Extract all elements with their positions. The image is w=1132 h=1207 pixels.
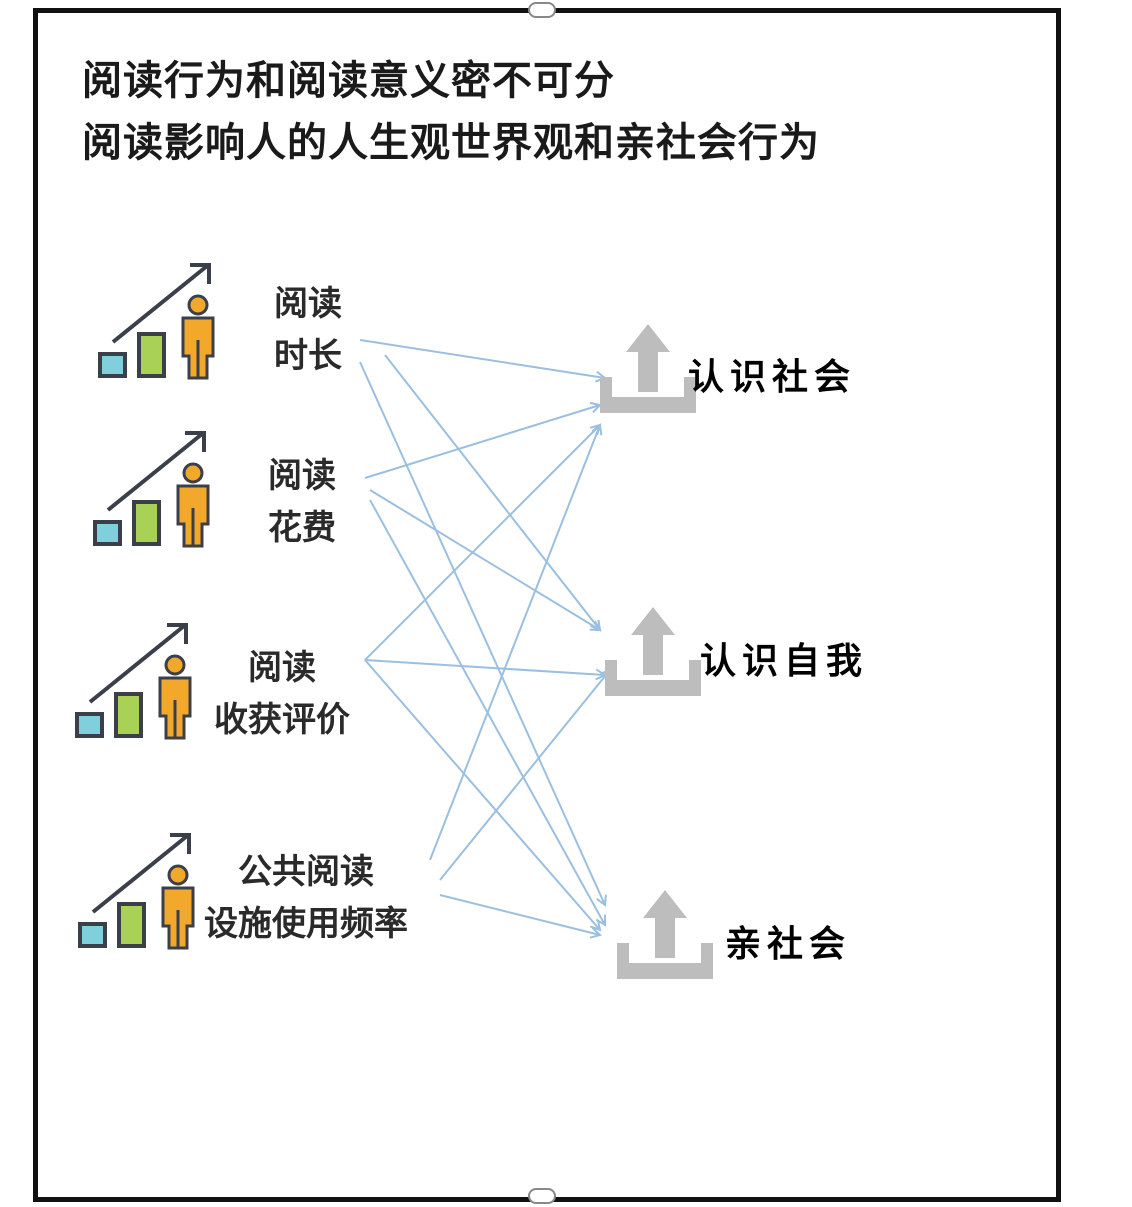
growth-chart-person-icon [72, 622, 202, 746]
source-label-2: 阅读收获评价 [214, 642, 350, 746]
title-line-1: 阅读行为和阅读意义密不可分 [82, 58, 615, 104]
growth-chart-person-icon [75, 832, 205, 956]
growth-chart-person-icon [95, 262, 225, 386]
source-label-0: 阅读时长 [274, 278, 342, 382]
connection-arrow-0-0 [359, 339, 605, 378]
source-label-3: 公共阅读设施使用频率 [204, 846, 408, 950]
connection-arrow-2-2 [364, 659, 600, 930]
connection-arrow-1-0 [364, 405, 600, 479]
resize-handle-bottom[interactable] [528, 1188, 556, 1204]
connection-arrow-2-1 [364, 659, 605, 675]
upload-icon [603, 605, 703, 704]
connection-arrow-3-0 [429, 425, 600, 861]
source-label-line1: 公共阅读 [238, 852, 374, 892]
source-label-line1: 阅读 [268, 456, 336, 496]
source-label-line1: 阅读 [248, 648, 316, 688]
growth-chart-person-icon [90, 430, 220, 554]
connection-arrow-0-1 [384, 354, 600, 630]
resize-handle-top[interactable] [528, 2, 556, 18]
upload-icon [615, 888, 715, 987]
source-label-1: 阅读花费 [268, 450, 336, 554]
connection-arrow-3-1 [439, 670, 610, 881]
connection-arrow-1-1 [369, 489, 600, 630]
target-label-2: 亲社会 [725, 923, 852, 965]
target-label-0: 认识社会 [688, 356, 857, 398]
source-label-line2: 花费 [268, 508, 336, 548]
source-label-line2: 时长 [274, 336, 342, 376]
target-label-1: 认识自我 [700, 640, 869, 682]
source-label-line2: 设施使用频率 [204, 904, 408, 944]
source-label-line2: 收获评价 [214, 700, 350, 740]
connection-arrow-2-0 [364, 425, 600, 661]
title-line-2: 阅读影响人的人生观世界观和亲社会行为 [82, 120, 820, 166]
source-label-line1: 阅读 [274, 284, 342, 324]
connection-arrow-3-2 [439, 894, 600, 935]
upload-icon [598, 322, 698, 421]
connection-arrow-0-2 [359, 361, 605, 905]
